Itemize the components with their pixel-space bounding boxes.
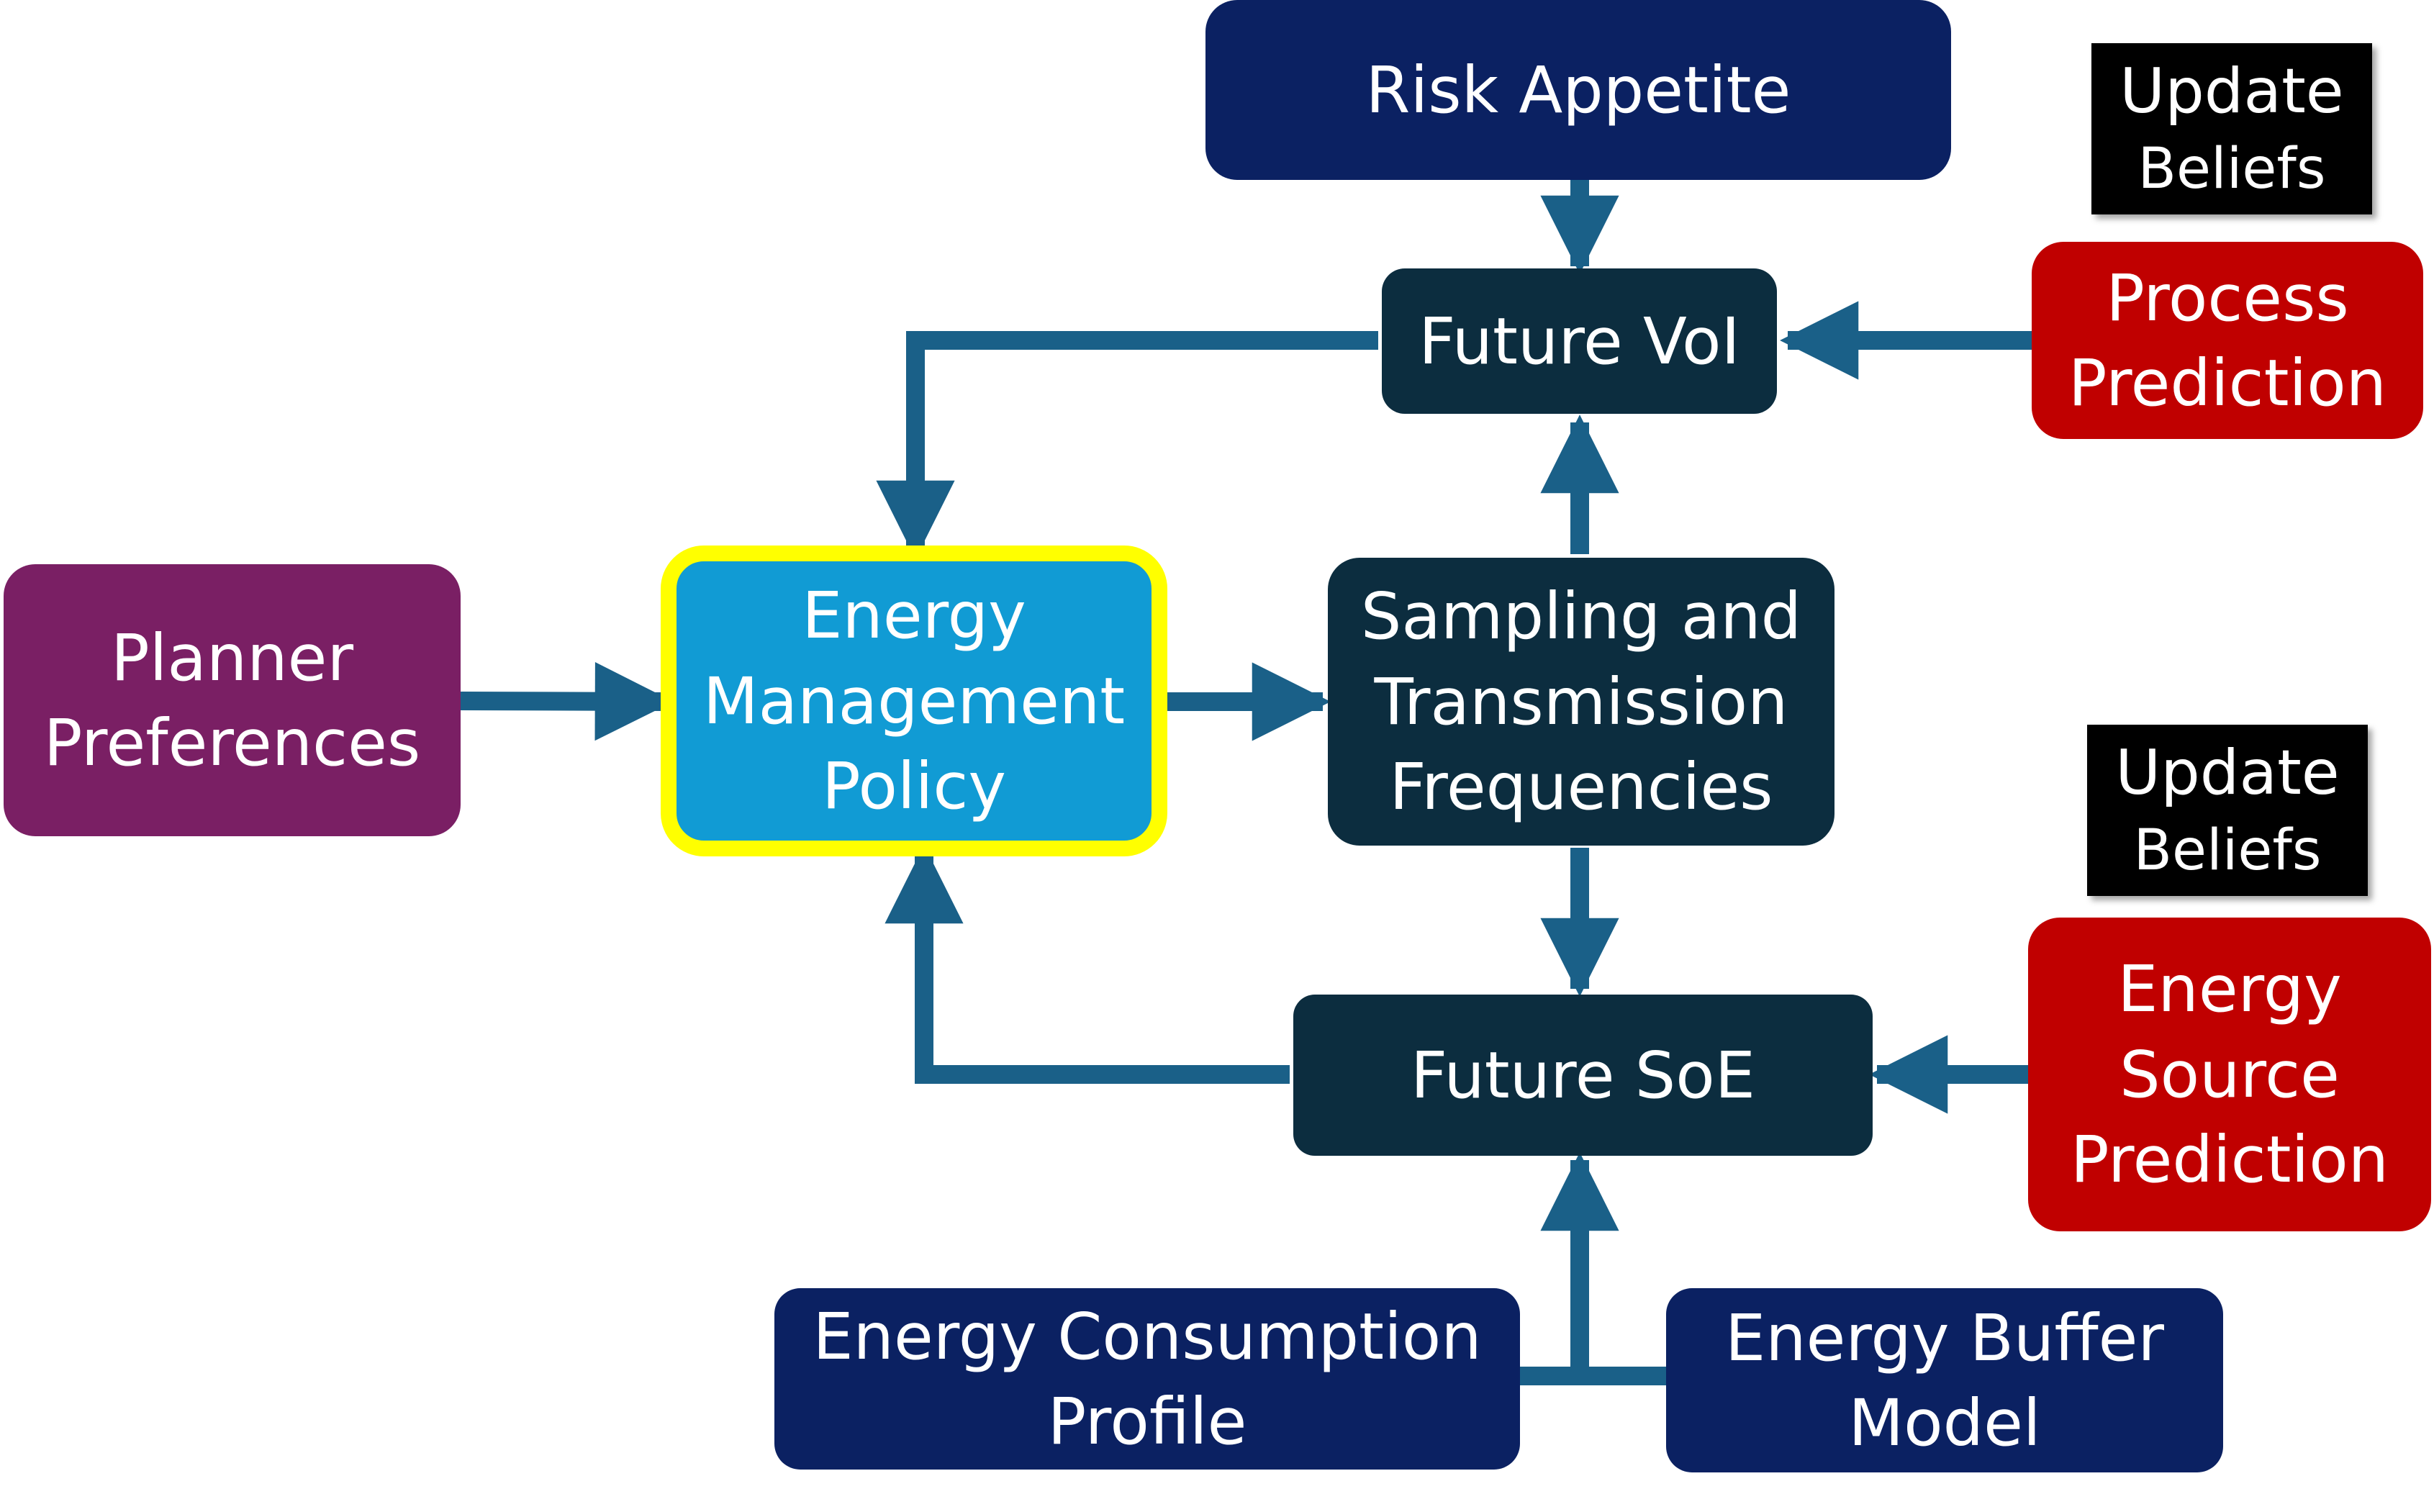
arrow-planner-to-policy [460,662,674,741]
energy-management-policy-box: Energy Management Policy [661,546,1167,856]
energy-consumption-profile-box: Energy Consumption Profile [774,1288,1520,1470]
future-soe-label: Future SoE [1411,1037,1755,1113]
energy-management-policy-line-3: Policy [821,748,1006,824]
sampling-transmission-line-1: Sampling and [1360,579,1802,654]
planner-preferences-line-2: Preferences [43,705,421,780]
energy-management-policy-line-1: Energy [802,578,1026,653]
planner-preferences-box: Planner Preferences [4,564,461,836]
process-prediction-line-2: Prediction [2068,345,2387,420]
sampling-transmission-box: Sampling and Transmission Frequencies [1328,558,1834,846]
update-beliefs-top-tag: Update Beliefs [2091,43,2372,214]
energy-buffer-model-box: Energy Buffer Model [1666,1288,2223,1472]
update-beliefs-bottom-line-2: Beliefs [2133,818,2322,884]
update-beliefs-top-line-2: Beliefs [2137,137,2326,202]
energy-source-prediction-line-1: Energy [2117,951,2342,1027]
energy-buffer-model-line-1: Energy Buffer [1724,1300,2164,1375]
process-prediction-box: Process Prediction [2032,242,2423,439]
arrow-voi-to-policy [876,331,1378,559]
future-soe-box: Future SoE [1293,995,1873,1156]
arrow-soe-to-policy [885,845,1290,1084]
planner-preferences-line-1: Planner [110,620,354,695]
energy-management-policy-line-2: Management [702,663,1126,738]
energy-consumption-profile-line-2: Profile [1047,1384,1247,1459]
energy-consumption-profile-line-1: Energy Consumption [813,1298,1482,1374]
update-beliefs-top-line-1: Update [2119,55,2344,127]
energy-buffer-model-line-2: Model [1848,1385,2041,1460]
risk-appetite-label: Risk Appetite [1365,52,1791,127]
update-beliefs-bottom-line-1: Update [2115,736,2340,809]
energy-source-prediction-line-2: Source [2119,1036,2340,1112]
future-voi-label: Future VoI [1419,303,1740,379]
update-beliefs-bottom-tag: Update Beliefs [2087,725,2368,896]
sampling-transmission-line-2: Transmission [1374,664,1788,739]
sampling-transmission-line-3: Frequencies [1389,749,1773,825]
energy-source-prediction-box: Energy Source Prediction [2028,918,2431,1231]
energy-source-prediction-line-3: Prediction [2070,1122,2389,1198]
process-prediction-line-1: Process [2106,260,2349,335]
risk-appetite-box: Risk Appetite [1205,0,1951,180]
future-voi-box: Future VoI [1382,268,1777,414]
